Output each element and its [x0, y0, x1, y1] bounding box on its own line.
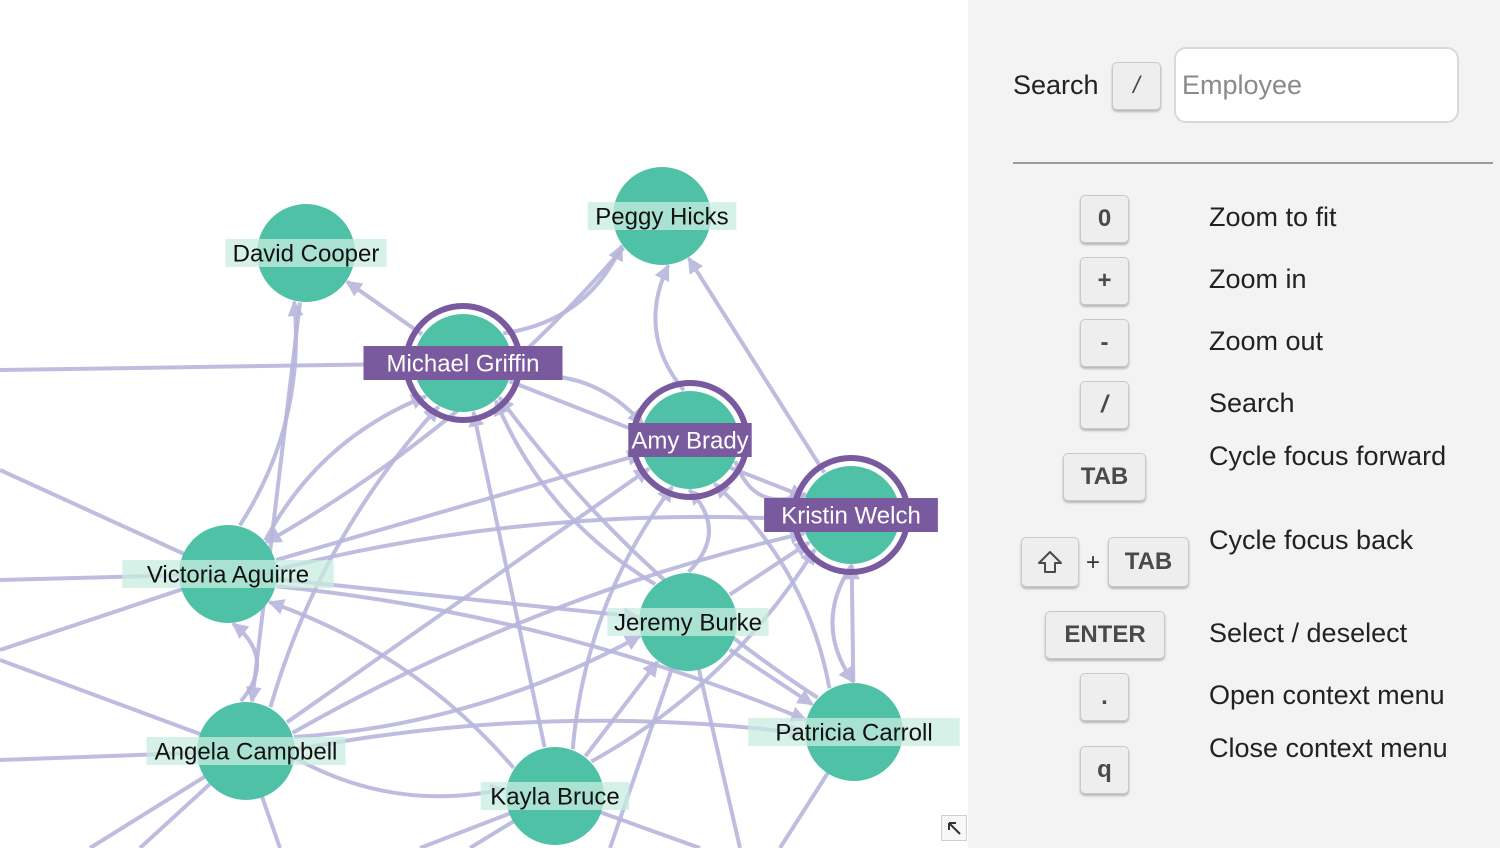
node-label-band: [225, 239, 387, 267]
node-label: Victoria Aguirre: [147, 562, 309, 589]
key-combo-plus: +: [1086, 549, 1101, 576]
node-label-band: [764, 498, 938, 532]
node-peggy[interactable]: Peggy Hicks: [587, 167, 737, 265]
graph-edge: [285, 467, 651, 724]
graph-edge: [345, 280, 424, 336]
node-label: Michael Griffin: [387, 351, 540, 378]
node-david[interactable]: David Cooper: [225, 204, 387, 302]
graph-edge: [293, 634, 642, 739]
key-tab: TAB: [1063, 453, 1146, 501]
arrow-up-left-icon: [948, 822, 961, 835]
key-zoom-out: -: [1080, 319, 1129, 367]
shift-icon: [1038, 551, 1062, 573]
graph-edge: [583, 660, 660, 758]
shortcut-open-context-menu: Open context menu: [1209, 680, 1445, 710]
graph-edge: [277, 510, 803, 572]
graph-edge: [268, 405, 441, 708]
graph-edge: [468, 410, 547, 748]
key-context-menu-open: .: [1080, 673, 1129, 721]
graph-edge: [276, 584, 807, 722]
graph-edge: [687, 256, 826, 474]
graph-edge: [263, 394, 428, 542]
graph-edge: [294, 756, 508, 800]
shortcut-cycle-focus-forward: Cycle focus forward: [1209, 441, 1447, 471]
graph-edge: [653, 264, 686, 392]
node-label: David Cooper: [233, 241, 380, 268]
key-zoom-in: +: [1080, 257, 1129, 305]
graph-edge: [509, 373, 645, 426]
key-zoom-to-fit: 0: [1080, 195, 1129, 243]
graph-edge: [267, 599, 516, 770]
graph-edge: [843, 563, 860, 683]
node-label: Angela Campbell: [155, 739, 338, 766]
graph-edge: [295, 718, 806, 752]
key-shift: [1021, 537, 1079, 587]
node-label: Patricia Carroll: [775, 720, 932, 747]
shortcut-zoom-to-fit: Zoom to fit: [1209, 202, 1337, 232]
shortcut-search: Search: [1209, 388, 1295, 418]
graph-edge: [493, 399, 657, 586]
node-jeremy[interactable]: Jeremy Burke: [607, 573, 769, 671]
node-label: Jeremy Burke: [614, 610, 762, 637]
search-shortcut-key: /: [1112, 62, 1161, 110]
node-label-band: [122, 560, 334, 588]
node-label: Kristin Welch: [781, 503, 921, 530]
node-kristin[interactable]: Kristin Welch: [764, 455, 938, 575]
node-label-band: [628, 423, 752, 457]
node-label-band: [363, 346, 563, 380]
key-search: /: [1080, 381, 1129, 429]
graph-edge: [713, 482, 832, 689]
graph-edges: [0, 244, 860, 848]
graph-edge: [728, 647, 814, 707]
shortcut-select-deselect: Select / deselect: [1209, 618, 1408, 648]
expand-corner-button[interactable]: [941, 815, 967, 841]
graph-edge: [245, 302, 303, 703]
node-patricia[interactable]: Patricia Carroll: [748, 683, 960, 781]
employee-search-input[interactable]: [1174, 47, 1459, 123]
node-victoria[interactable]: Victoria Aguirre: [122, 525, 334, 623]
graph-edge: [497, 396, 819, 700]
node-angela[interactable]: Angela Campbell: [146, 702, 346, 800]
shortcut-cycle-focus-back: Cycle focus back: [1209, 525, 1414, 555]
node-amy[interactable]: Amy Brady: [628, 380, 752, 500]
key-tab-back: TAB: [1108, 537, 1189, 587]
search-label: Search: [1013, 70, 1099, 100]
shortcut-zoom-in: Zoom in: [1209, 264, 1307, 294]
node-label-band: [587, 202, 737, 230]
node-label-band: [480, 782, 630, 810]
shortcut-zoom-out: Zoom out: [1209, 326, 1324, 356]
graph-edge: [275, 450, 644, 562]
node-label-band: [607, 608, 769, 636]
graph-edge: [291, 528, 806, 735]
node-label: Amy Brady: [631, 428, 748, 455]
node-michael[interactable]: Michael Griffin: [363, 303, 563, 423]
graph-edge: [590, 548, 817, 764]
panel-divider: [1013, 162, 1493, 164]
node-label: Peggy Hicks: [595, 204, 728, 231]
shortcut-close-context-menu: Close context menu: [1209, 733, 1448, 763]
node-kayla[interactable]: Kayla Bruce: [480, 747, 630, 845]
keyboard-shortcuts-panel: Search / 0 Zoom to fit + Zoom in - Zoom …: [968, 0, 1500, 848]
graph-edge: [502, 244, 624, 336]
key-enter: ENTER: [1045, 611, 1165, 659]
node-label-band: [748, 718, 960, 746]
key-context-menu-close: q: [1080, 746, 1129, 794]
node-label: Kayla Bruce: [490, 784, 619, 811]
node-label-band: [146, 737, 346, 765]
graph-edge: [830, 563, 855, 684]
